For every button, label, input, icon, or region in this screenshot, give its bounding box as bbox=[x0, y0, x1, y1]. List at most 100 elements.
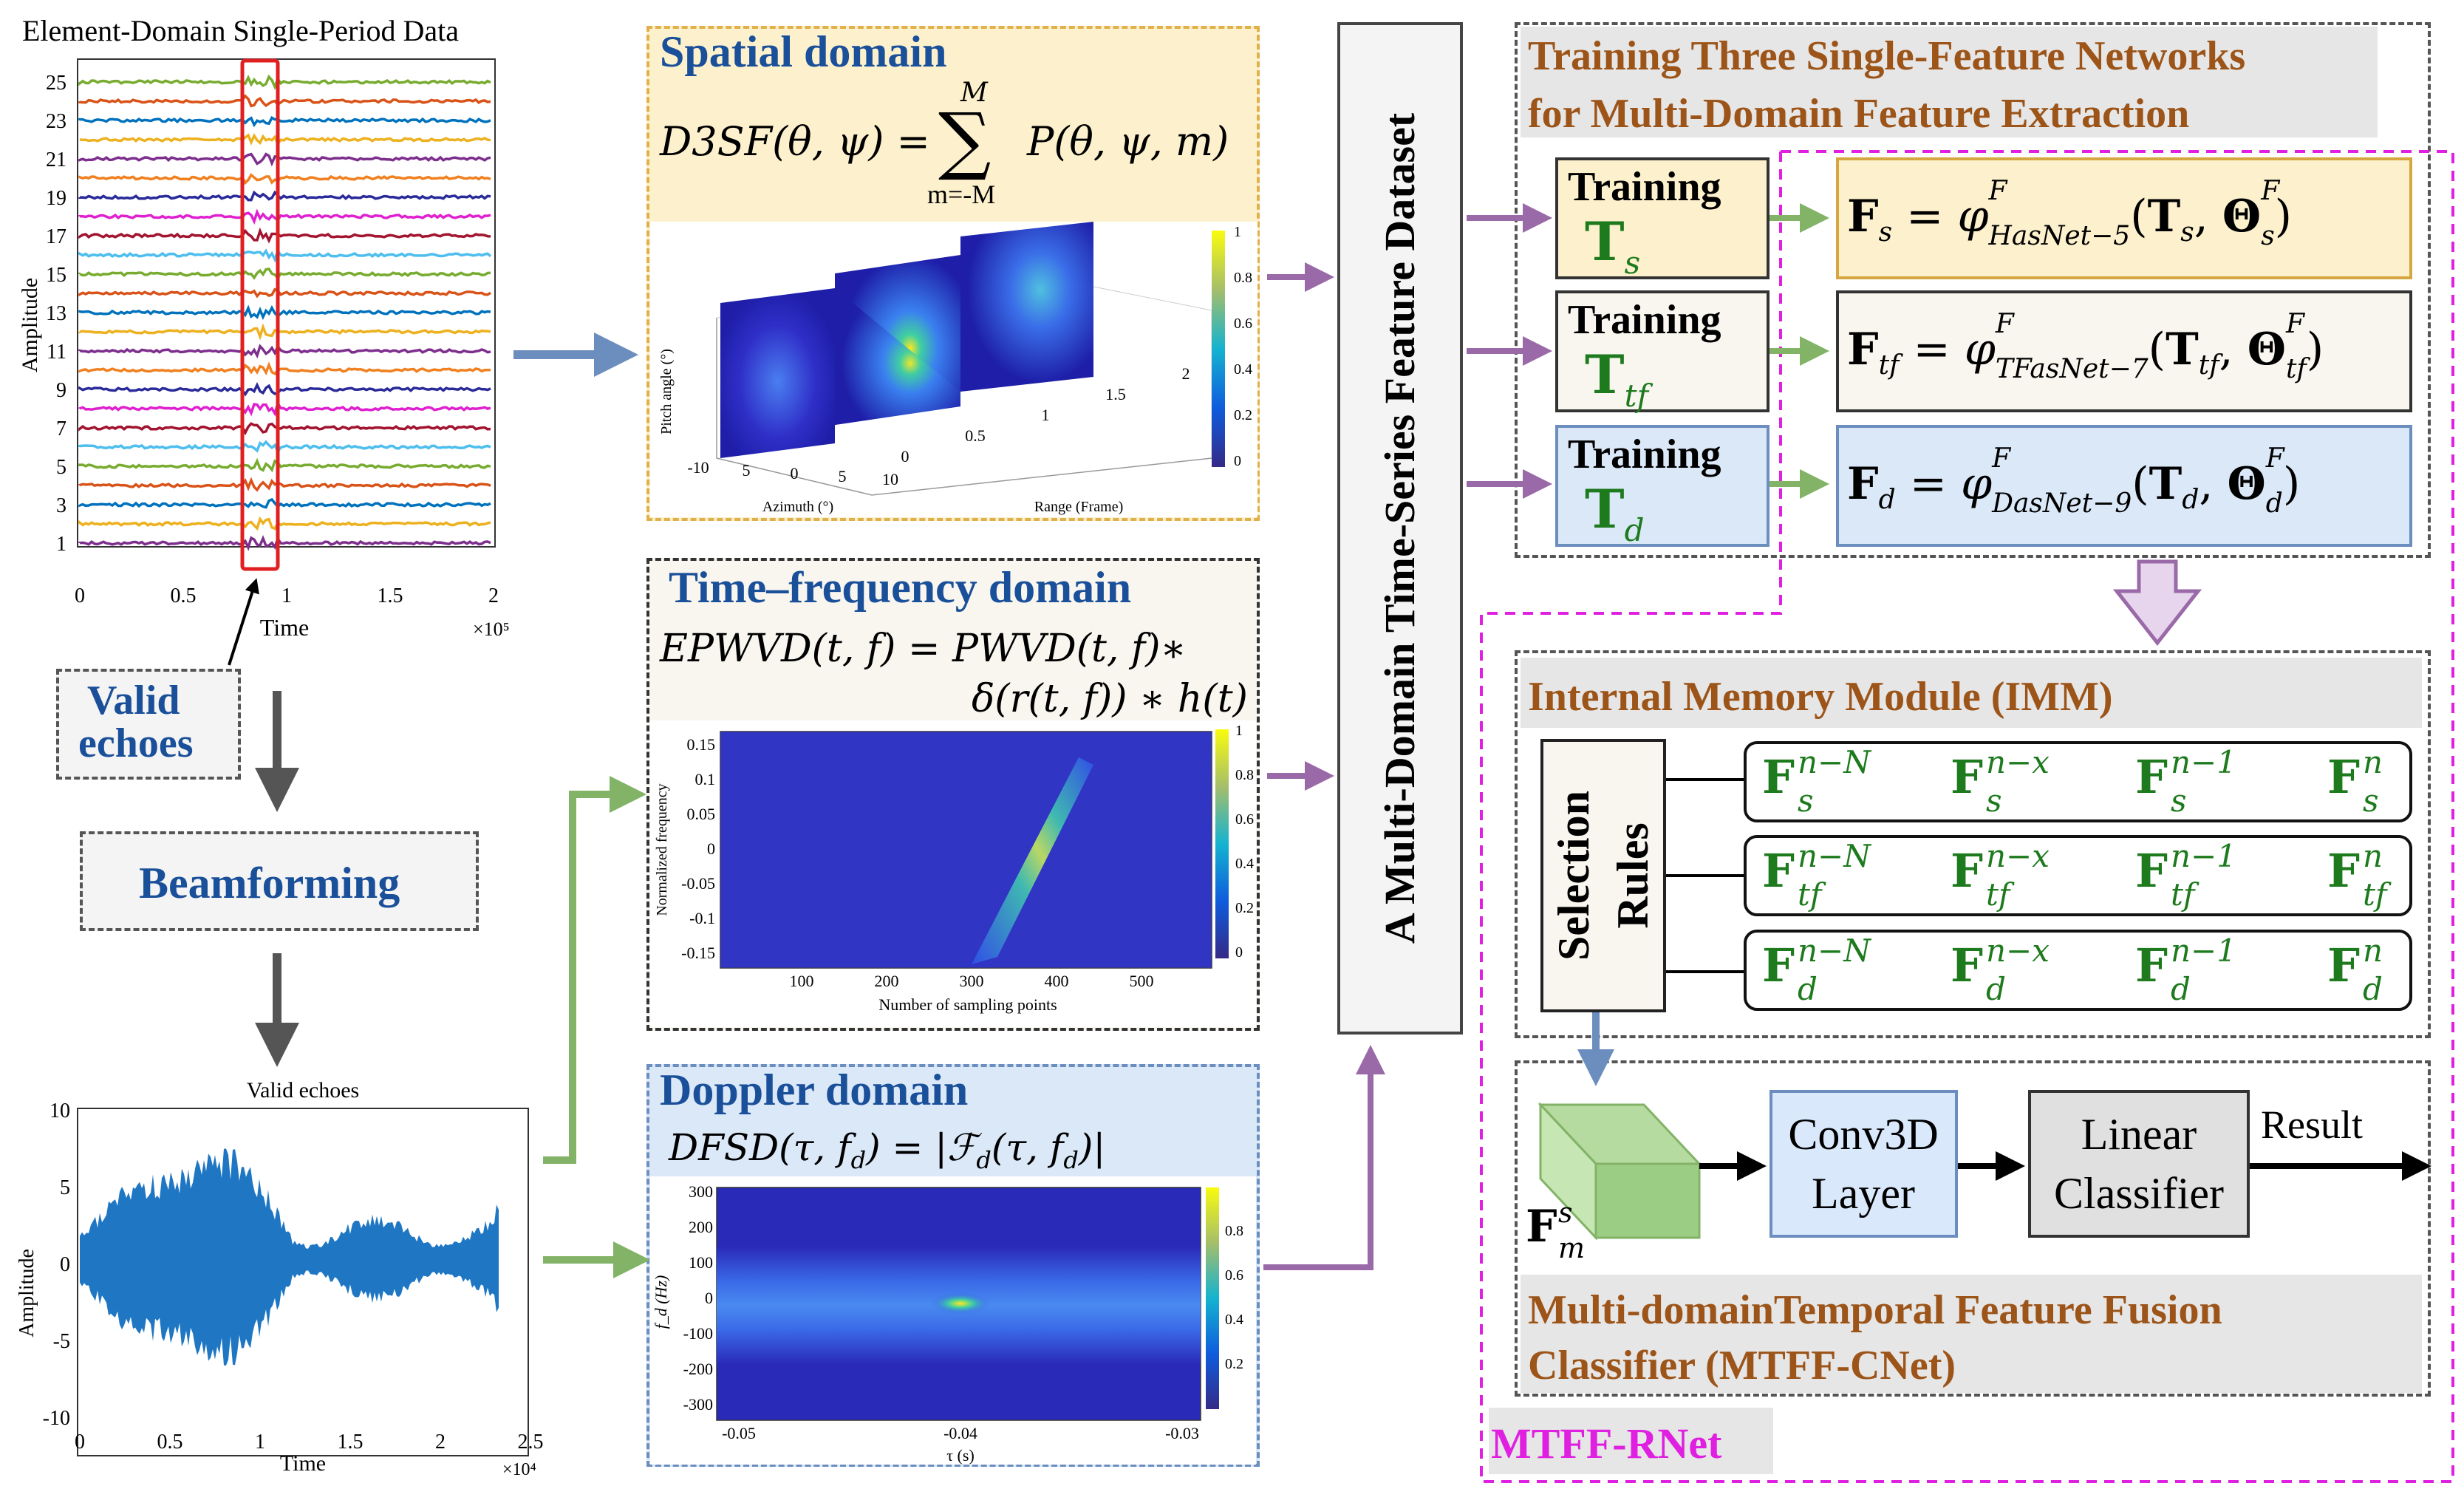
imm-row-d bbox=[1744, 930, 2412, 1011]
fms-sub: m bbox=[1558, 1232, 1586, 1264]
imm-sub: s bbox=[2171, 783, 2187, 819]
feature-F-sub: s bbox=[1878, 217, 1893, 248]
fms-F: F bbox=[1526, 1201, 1557, 1252]
azimuth-tick-label: 5 bbox=[743, 461, 751, 480]
selection-rules-line2: Rules bbox=[1608, 822, 1657, 929]
classifier-title-line1: Multi-domainTemporal Feature Fusion bbox=[1528, 1287, 2222, 1333]
channel-trace bbox=[78, 440, 491, 454]
theta-sup: F bbox=[2265, 443, 2284, 474]
x-tick-label: 0.5 bbox=[171, 584, 197, 607]
x-tick-label: 2.5 bbox=[518, 1431, 544, 1453]
element-domain-xlabel: Time bbox=[260, 614, 309, 635]
y-tick-label: 3 bbox=[56, 494, 66, 517]
y-tick-label: 0.15 bbox=[687, 735, 716, 754]
feature-T: T bbox=[2149, 458, 2183, 510]
valid-echoes-box bbox=[56, 669, 241, 780]
imm-section bbox=[1515, 650, 2431, 1038]
valid-echoes-plot-ylabel: Amplitude bbox=[16, 1249, 38, 1337]
imm-sup: n bbox=[2363, 744, 2383, 780]
y-tick-label: 10 bbox=[50, 1100, 70, 1122]
imm-sup: n−N bbox=[1798, 838, 1871, 874]
channel-trace bbox=[78, 173, 491, 185]
imm-sub: s bbox=[1798, 783, 1814, 819]
spatial-eq-rhs: P(θ, ψ, m) bbox=[1027, 118, 1229, 165]
channel-trace bbox=[78, 497, 491, 509]
mtff-rnet-label: MTFF-RNet bbox=[1491, 1420, 1722, 1468]
y-tick-label: 300 bbox=[689, 1182, 713, 1201]
spatial-eq-sum: ∑ bbox=[938, 97, 992, 183]
channel-trace bbox=[78, 400, 491, 417]
imm-sub: s bbox=[1986, 783, 2002, 819]
imm-title-bg bbox=[1521, 658, 2422, 728]
doppler-eq-sub1: d bbox=[850, 1146, 867, 1174]
y-tick-label: -0.05 bbox=[681, 874, 715, 893]
theta-sub: tf bbox=[2285, 354, 2307, 384]
imm-title: Internal Memory Module (IMM) bbox=[1528, 674, 2113, 720]
spatial-xlabel: Azimuth (°) bbox=[762, 499, 833, 515]
spatial-eq-sum-top: M bbox=[960, 78, 988, 108]
y-tick-label: -0.1 bbox=[689, 909, 715, 927]
x-tick-label: 2 bbox=[435, 1431, 446, 1453]
fms-sup: s bbox=[1558, 1196, 1573, 1229]
channel-trace bbox=[78, 267, 491, 281]
linear-classifier-line2: Classifier bbox=[2054, 1169, 2224, 1218]
x-tick-label: 1 bbox=[255, 1431, 265, 1453]
y-tick-label: -300 bbox=[683, 1395, 713, 1414]
channel-trace bbox=[78, 422, 491, 436]
x-tick-label: 500 bbox=[1130, 972, 1154, 990]
channel-trace bbox=[78, 152, 491, 167]
tf-eq-line1: EPWVD(t, f) = PWVD(t, f)∗ bbox=[660, 627, 1187, 671]
colorbar-tick-label: 0 bbox=[1235, 944, 1243, 961]
imm-sub: s bbox=[2363, 783, 2379, 819]
phi-sub: HasNet−5 bbox=[1988, 221, 2131, 251]
colorbar-tick-label: 0.6 bbox=[1234, 316, 1252, 332]
spatial-ylabel: Pitch angle (°) bbox=[658, 349, 675, 434]
imm-sup: n−N bbox=[1798, 933, 1871, 969]
channel-trace bbox=[78, 208, 491, 225]
doppler-eq-part1: DFSD(τ, f bbox=[669, 1126, 851, 1169]
imm-sub: tf bbox=[1798, 876, 1822, 913]
training-label: Training bbox=[1568, 164, 1721, 210]
y-tick-label: 0 bbox=[60, 1253, 70, 1276]
channel-trace bbox=[78, 115, 491, 128]
training-title-line1: Training Three Single-Feature Networks bbox=[1528, 33, 2246, 79]
y-tick-label: -0.15 bbox=[681, 944, 715, 962]
feature-box-d bbox=[1836, 425, 2412, 547]
classifier-title-bg bbox=[1521, 1275, 2422, 1393]
imm-sup: n bbox=[2363, 838, 2383, 874]
x-tick-label: 100 bbox=[790, 972, 814, 990]
channel-trace bbox=[78, 74, 491, 90]
y-tick-label: 23 bbox=[46, 110, 66, 133]
channel-trace bbox=[79, 133, 491, 147]
training-box-s bbox=[1555, 157, 1769, 279]
channel-trace bbox=[78, 361, 491, 376]
training-box-d bbox=[1555, 425, 1769, 547]
phi-sub: DasNet−9 bbox=[1992, 488, 2132, 519]
phi-sup: F bbox=[1992, 443, 2011, 474]
imm-row-tf bbox=[1744, 835, 2412, 916]
imm-sub: tf bbox=[2171, 876, 2195, 913]
y-tick-label: -5 bbox=[53, 1330, 70, 1353]
doppler-eq-part2: ) = |ℱ bbox=[866, 1126, 977, 1169]
imm-sup: n−N bbox=[1798, 744, 1871, 780]
feature-T-sub: d bbox=[2182, 485, 2199, 515]
training-T: T bbox=[1585, 210, 1625, 273]
y-tick-label: 0.1 bbox=[695, 770, 716, 788]
training-T-tf: Ttf bbox=[1585, 348, 1648, 412]
feature-F-sub: tf bbox=[1878, 350, 1900, 381]
theta-sub: d bbox=[2265, 488, 2283, 519]
feature-F-sub: d bbox=[1878, 485, 1896, 515]
range-tick-label: 2 bbox=[1182, 364, 1190, 383]
training-T-sub: tf bbox=[1624, 378, 1649, 414]
y-tick-label: 13 bbox=[46, 302, 66, 325]
